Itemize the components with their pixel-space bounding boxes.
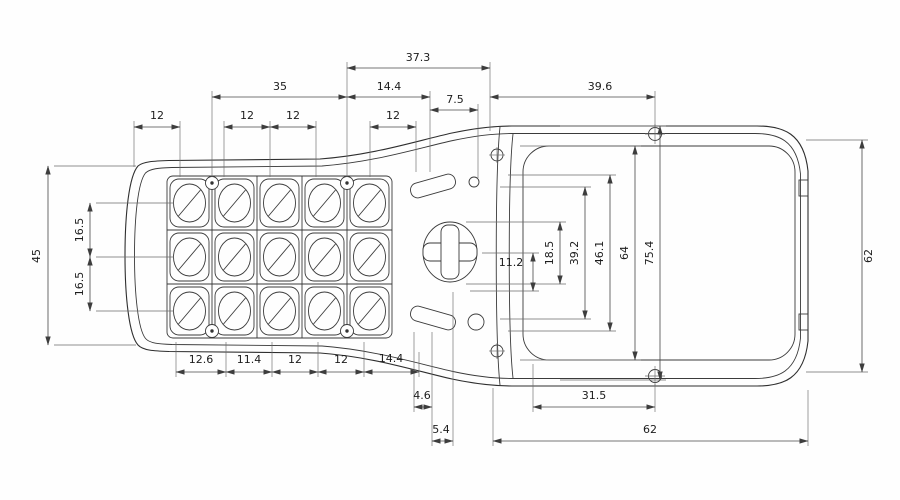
keypad-cell: [304, 286, 345, 336]
keypad-grid: [169, 178, 390, 336]
dim-label-39-6: 39.6: [588, 80, 613, 93]
dim-label-64: 64: [618, 246, 631, 260]
keypad-cell: [214, 286, 255, 336]
keypad-button-hole: [353, 183, 386, 223]
keypad-cell: [259, 178, 300, 228]
keypad-cell: [259, 232, 300, 282]
dim-label-75-4: 75.4: [643, 241, 656, 266]
dim-label-14-4-bottom: 14.4: [379, 352, 404, 365]
keypad-screws: [205, 176, 354, 338]
dimension-lines: [45, 65, 865, 444]
keypad-button-hole: [308, 291, 341, 331]
dim-label-18-5: 18.5: [543, 241, 556, 266]
keypad-part: [210, 181, 214, 185]
dim-label-11-2: 11.2: [499, 256, 524, 269]
dim-label-62-bottom: 62: [643, 423, 657, 436]
dimension-labels: 37.3 35 14.4 7.5 39.6 12 12 12 12 45 16.…: [30, 51, 875, 436]
upper-slot: [410, 173, 456, 199]
keypad-button-hole: [353, 237, 386, 277]
keypad-button-hole: [218, 291, 251, 331]
keypad-cell: [214, 232, 255, 282]
keypad-cell: [349, 286, 390, 336]
keypad-button-hole: [263, 291, 296, 331]
dim-label-5-4: 5.4: [432, 423, 450, 436]
dim-label-46-1: 46.1: [593, 241, 606, 266]
latch-bottom: [798, 313, 809, 331]
keypad-button-slash: [268, 297, 291, 325]
dim-label-12-bottom-1: 12: [288, 353, 302, 366]
keypad-button-slash: [268, 243, 291, 271]
keypad-button-hole: [263, 237, 296, 277]
keypad-button-hole: [218, 183, 251, 223]
dim-label-12-top-4: 12: [386, 109, 400, 122]
keypad-button-slash: [268, 189, 291, 217]
dim-label-12-6: 12.6: [189, 353, 214, 366]
neck-parting-line-inner: [508, 133, 514, 379]
dim-label-4-6: 4.6: [413, 389, 431, 402]
keypad-cell: [349, 232, 390, 282]
body-outer-outline: [124, 125, 809, 387]
keypad-part: [345, 329, 349, 333]
body-inner-outline: [134, 133, 801, 379]
small-hole-bottom: [467, 313, 485, 331]
dim-label-16-5-upper: 16.5: [73, 218, 86, 243]
keypad-button-slash: [223, 189, 246, 217]
dim-label-31-5: 31.5: [582, 389, 607, 402]
dpad-cross-vertical: [440, 224, 460, 280]
keypad-button-slash: [358, 189, 381, 217]
extension-lines: [54, 62, 868, 446]
device-body: [124, 125, 809, 387]
dim-label-35: 35: [273, 80, 287, 93]
keypad-cell: [349, 178, 390, 228]
keypad: [166, 175, 393, 339]
dim-label-14-4-top: 14.4: [377, 80, 402, 93]
keypad-button-hole: [218, 237, 251, 277]
keypad-button-slash: [313, 243, 336, 271]
keypad-cell: [304, 232, 345, 282]
keypad-button-slash: [313, 297, 336, 325]
dim-label-12-bottom-2: 12: [334, 353, 348, 366]
keypad-cell: [304, 178, 345, 228]
keypad-cell: [214, 178, 255, 228]
keypad-button-slash: [313, 189, 336, 217]
dim-label-11-4: 11.4: [237, 353, 262, 366]
dim-label-37-3: 37.3: [406, 51, 431, 64]
dim-label-12-top-2: 12: [240, 109, 254, 122]
latch-top: [798, 179, 809, 197]
dim-label-12-top-1: 12: [150, 109, 164, 122]
keypad-button-slash: [358, 243, 381, 271]
keypad-button-hole: [308, 237, 341, 277]
small-hole-top: [468, 176, 480, 188]
keypad-button-hole: [308, 183, 341, 223]
keypad-button-slash: [223, 243, 246, 271]
dim-label-12-top-3: 12: [286, 109, 300, 122]
keypad-button-slash: [178, 189, 201, 217]
keypad-button-hole: [263, 183, 296, 223]
dim-label-45: 45: [30, 249, 43, 263]
keypad-button-slash: [178, 297, 201, 325]
dim-label-62-right: 62: [862, 249, 875, 263]
keypad-part: [345, 181, 349, 185]
dim-label-16-5-lower: 16.5: [73, 272, 86, 297]
lower-slot: [410, 305, 456, 331]
dim-label-39-2: 39.2: [568, 241, 581, 266]
neck-parting-line: [495, 126, 501, 386]
keypad-part: [210, 329, 214, 333]
keypad-button-slash: [223, 297, 246, 325]
compartment: [522, 145, 796, 361]
center-controls: [410, 173, 485, 331]
keypad-cell: [259, 286, 300, 336]
keypad-button-slash: [358, 297, 381, 325]
dim-label-7-5: 7.5: [446, 93, 464, 106]
keypad-button-hole: [353, 291, 386, 331]
keypad-button-slash: [178, 243, 201, 271]
